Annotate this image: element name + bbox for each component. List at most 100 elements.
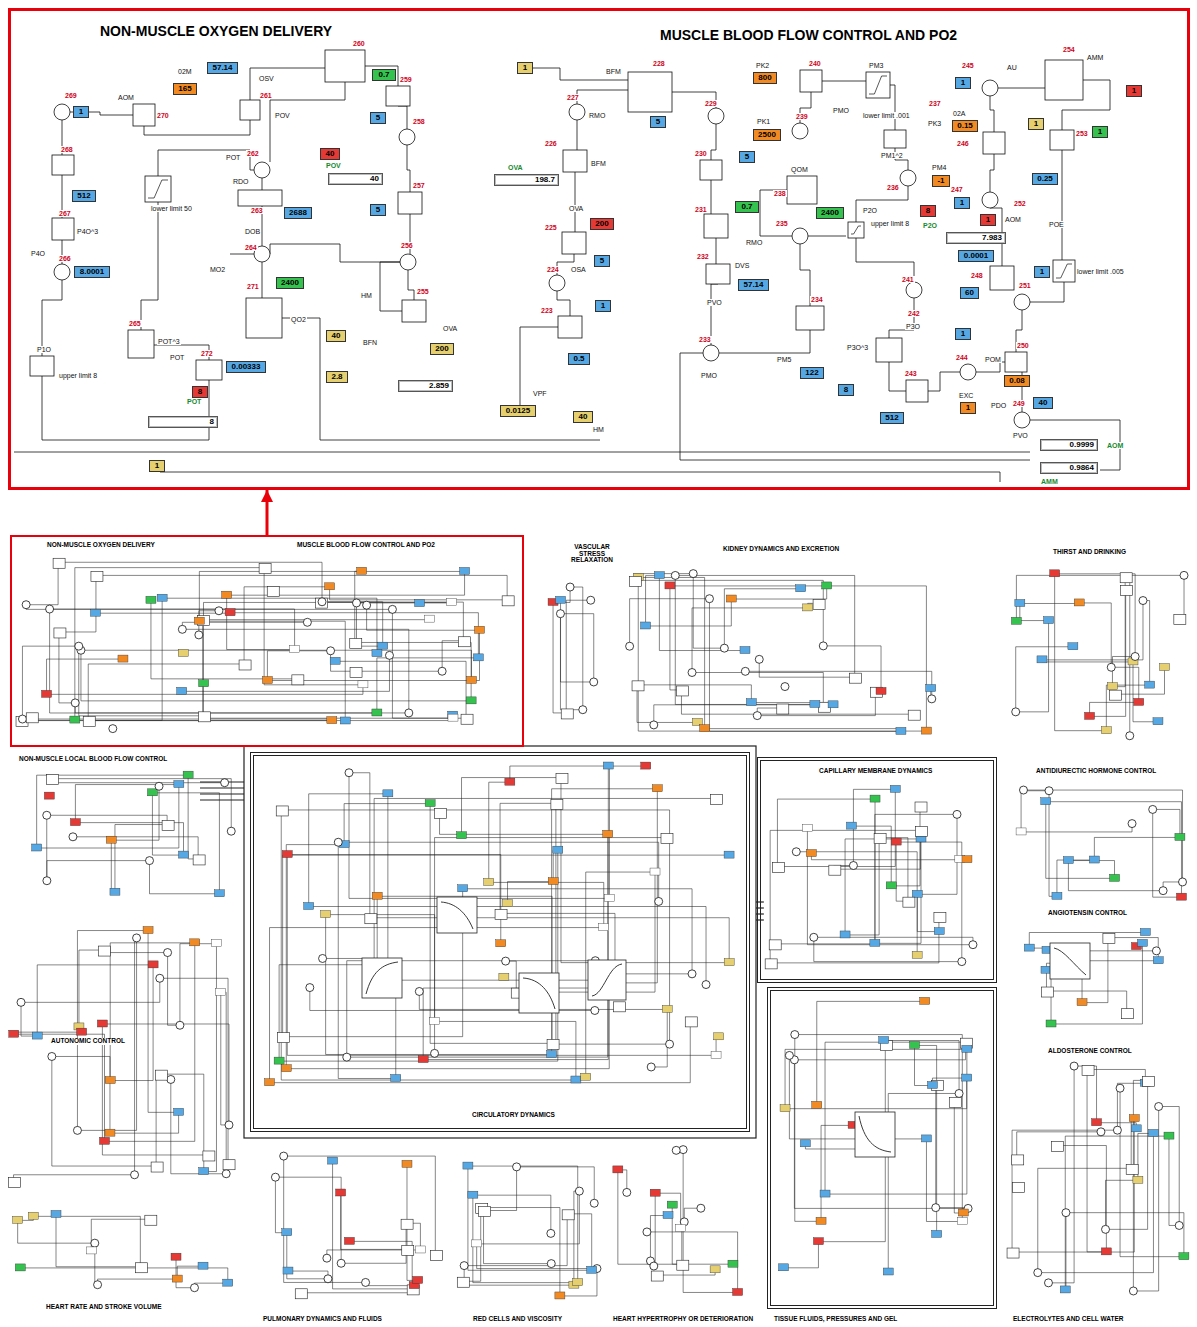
constant-box-symbol: [870, 795, 880, 802]
wire: [221, 992, 229, 1125]
value-text: 5: [742, 152, 752, 162]
wire: [22, 646, 78, 719]
block-symbol: [151, 1162, 163, 1172]
value-text: 5: [653, 117, 663, 127]
block-symbol: [1174, 614, 1186, 624]
wire: [440, 812, 608, 834]
constant-box-symbol: [613, 1166, 623, 1173]
value-text: 0.5: [570, 354, 587, 364]
signal-name: POT: [225, 154, 241, 161]
summing-junction: [960, 364, 976, 380]
signal-name: MO2: [209, 266, 226, 273]
constant-box-symbol: [330, 657, 340, 664]
constant-box-symbol: [553, 846, 563, 853]
summing-junction: [1113, 1126, 1121, 1134]
wire: [1012, 1119, 1134, 1252]
constant-box: 57.14: [207, 62, 238, 74]
wire: [244, 587, 330, 664]
summing-junction: [1062, 1209, 1070, 1217]
wire: [56, 1214, 140, 1266]
constant-box-symbol: [216, 988, 226, 995]
wire: [1030, 282, 1064, 302]
wire: [341, 1223, 406, 1263]
constant-box-symbol: [724, 851, 734, 858]
wire: [468, 1166, 592, 1270]
constant-box-symbol: [846, 822, 856, 829]
function-graph: [1050, 943, 1090, 979]
wire: [508, 882, 554, 904]
constant-box-symbol: [891, 838, 901, 845]
signal-name: OVA: [568, 205, 584, 212]
value-text: 1: [598, 301, 608, 311]
constant-box-symbol: [733, 1288, 743, 1295]
wire: [148, 180, 168, 198]
summing-junction: [626, 642, 634, 650]
block-symbol: [133, 104, 155, 126]
signal-name: AMM: [1086, 54, 1104, 61]
constant-box-symbol: [1179, 1253, 1189, 1260]
constant-box-symbol: [425, 615, 435, 622]
summing-junction: [791, 1031, 799, 1039]
wire: [47, 861, 150, 881]
block-symbol: [155, 1070, 167, 1080]
signal-name: PM3: [868, 62, 884, 69]
wire: [770, 917, 939, 963]
block-symbol: [47, 775, 59, 785]
wire: [484, 1211, 552, 1264]
wire: [1138, 1133, 1154, 1180]
wire: [330, 587, 508, 600]
summing-junction: [353, 599, 361, 607]
callout-number: 266: [58, 255, 72, 262]
constant-box: 2500: [753, 129, 781, 141]
display-box: 8: [148, 416, 218, 428]
wire: [355, 642, 471, 700]
signal-name: DOB: [244, 228, 261, 235]
summing-junction: [671, 571, 679, 579]
constant-box-symbol: [281, 1065, 291, 1072]
value-text: 1: [957, 198, 967, 208]
wire: [176, 1257, 194, 1288]
constant-box: 0.7: [372, 69, 396, 81]
value-text: 0.00333: [229, 362, 264, 372]
block-symbol: [777, 704, 789, 714]
wire: [95, 612, 230, 613]
wire: [309, 794, 388, 907]
wire: [794, 1060, 968, 1209]
block-symbol: [26, 713, 38, 723]
constant-box-symbol: [654, 572, 664, 579]
wire: [670, 586, 682, 690]
wire: [423, 988, 599, 1060]
wire: [88, 664, 244, 721]
callout-number: 256: [400, 242, 414, 249]
signal-name: QOM: [790, 166, 809, 173]
constant-box-symbol: [1137, 939, 1147, 946]
summing-junction: [1155, 1103, 1163, 1111]
wire: [180, 944, 217, 1026]
value-text: 7.983: [979, 233, 1005, 243]
constant-box-symbol: [147, 789, 157, 796]
wire: [477, 1244, 597, 1269]
block-symbol: [866, 72, 890, 98]
constant-box-symbol: [1041, 966, 1051, 973]
constant-box-symbol: [876, 687, 886, 694]
constant-box-symbol: [274, 1057, 284, 1064]
constant-box-symbol: [1134, 698, 1144, 705]
block-symbol: [276, 806, 288, 816]
block-symbol: [145, 1215, 157, 1225]
callout-number: 252: [1013, 200, 1027, 207]
constant-box-symbol: [641, 762, 651, 769]
constant-box-symbol: [890, 785, 900, 792]
wire: [637, 685, 751, 703]
callout-number: 233: [698, 336, 712, 343]
summing-junction: [643, 1228, 651, 1236]
value-text: 800: [755, 73, 774, 83]
block-note: lower limit 50: [150, 205, 193, 212]
summing-junction: [400, 254, 416, 270]
block-symbol: [983, 132, 1005, 154]
wire: [326, 915, 435, 1022]
block-symbol: [1082, 1065, 1094, 1075]
block-symbol: [365, 914, 377, 924]
block-symbol: [223, 1160, 235, 1170]
constant-box: 8.0001: [74, 266, 110, 278]
